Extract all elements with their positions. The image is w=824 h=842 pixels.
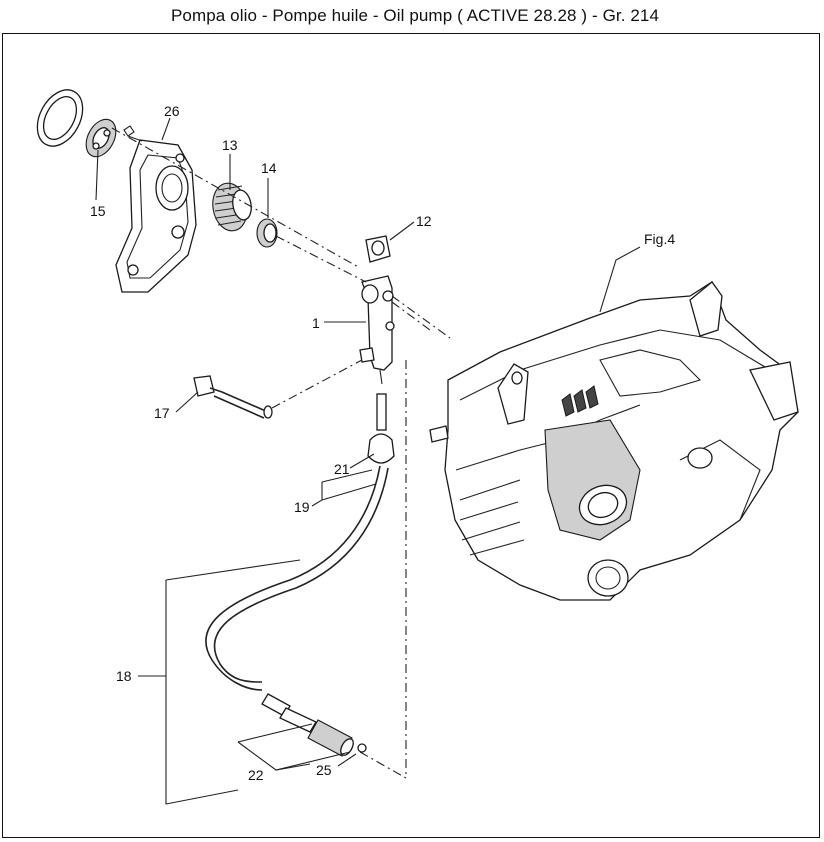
callout-14: 14 bbox=[261, 160, 277, 176]
callout-17: 17 bbox=[154, 405, 170, 421]
worm-gear-icon bbox=[212, 182, 252, 232]
callout-25: 25 bbox=[316, 762, 332, 778]
callout-21: 21 bbox=[334, 461, 350, 477]
washer-icon bbox=[36, 89, 84, 147]
callout-26: 26 bbox=[164, 103, 180, 119]
callout-1: 1 bbox=[312, 315, 320, 331]
diagram-frame bbox=[2, 33, 820, 838]
pump-cover-icon bbox=[115, 125, 197, 293]
page-title: Pompa olio - Pompe huile - Oil pump ( AC… bbox=[170, 6, 660, 25]
callout-18: 18 bbox=[116, 668, 132, 684]
callout-12: 12 bbox=[416, 213, 432, 229]
callouts: 26 13 14 15 12 1 17 21 19 18 22 25 Fig.4 bbox=[90, 103, 675, 783]
callout-15: 15 bbox=[90, 203, 106, 219]
oil-hose-icon bbox=[205, 393, 395, 691]
crankcase-icon bbox=[429, 281, 799, 601]
cap-icon bbox=[365, 235, 391, 263]
leader-lines bbox=[95, 117, 641, 805]
assembly-lines bbox=[111, 127, 451, 779]
figure-reference: Fig.4 bbox=[644, 231, 675, 247]
oil-line-icon bbox=[193, 375, 273, 419]
callout-13: 13 bbox=[222, 137, 238, 153]
oil-seal-icon bbox=[256, 218, 278, 248]
filter-icon bbox=[261, 693, 367, 757]
oil-pump-icon bbox=[359, 275, 395, 385]
bushing-icon bbox=[85, 118, 117, 158]
callout-19: 19 bbox=[294, 499, 310, 515]
callout-22: 22 bbox=[248, 767, 264, 783]
